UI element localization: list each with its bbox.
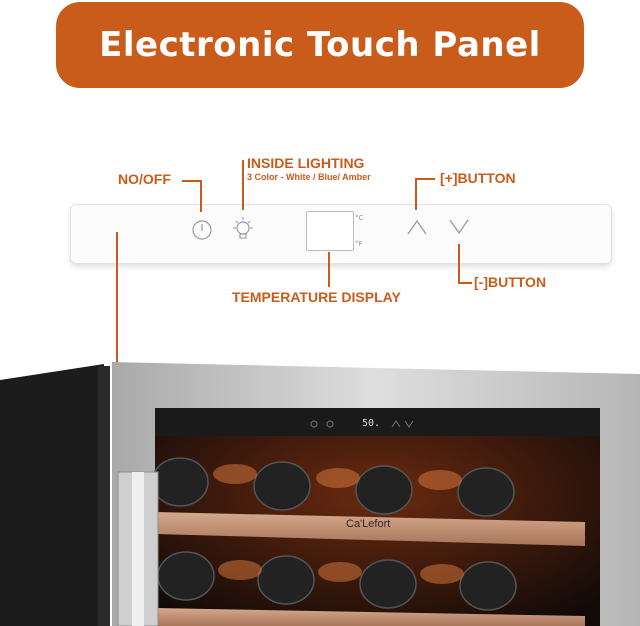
temperature-display-label: TEMPERATURE DISPLAY: [232, 289, 401, 305]
minus-leader-v: [458, 244, 460, 284]
lighting-colors-label: 3 Color - White / Blue/ Amber: [247, 172, 371, 182]
temperature-display: [306, 211, 354, 251]
fahrenheit-unit: °F: [355, 240, 363, 248]
bulb-icon[interactable]: [230, 215, 256, 243]
on-off-leader-v: [200, 180, 202, 212]
panel-leader-v: [116, 232, 118, 424]
lighting-leader: [242, 160, 244, 210]
celsius-unit: °C: [355, 214, 364, 222]
fridge-display-reading: 50.: [362, 418, 381, 429]
down-chevron-icon[interactable]: [448, 218, 470, 236]
brand-label: Ca'Lefort: [346, 518, 391, 530]
minus-leader-h: [458, 282, 472, 284]
power-icon[interactable]: [190, 218, 214, 242]
plus-button-label: [+]BUTTON: [440, 170, 516, 186]
minus-button-label: [-]BUTTON: [474, 274, 547, 290]
inside-lighting-label: INSIDE LIGHTING: [247, 155, 365, 171]
plus-leader-v: [415, 178, 417, 210]
up-chevron-icon[interactable]: [406, 218, 428, 236]
title-banner: Electronic Touch Panel: [56, 2, 584, 88]
plus-leader-h: [415, 178, 435, 180]
display-leader: [328, 252, 330, 287]
on-off-label: NO/OFF: [118, 171, 171, 187]
on-off-leader-h: [182, 180, 202, 182]
page-title: Electronic Touch Panel: [99, 25, 541, 65]
wine-fridge-photo: [0, 362, 640, 626]
